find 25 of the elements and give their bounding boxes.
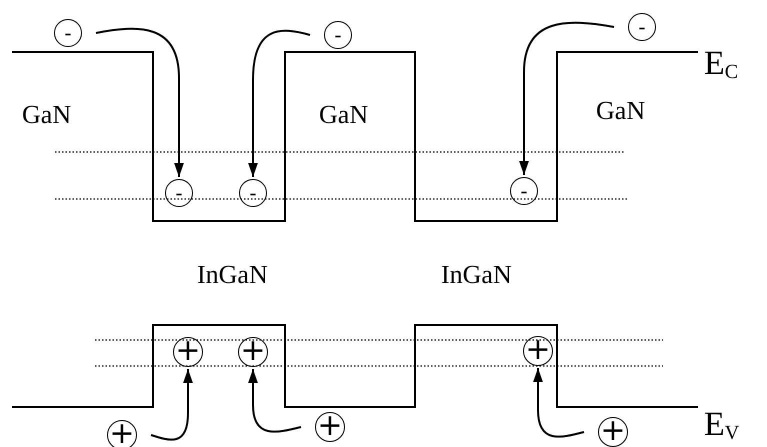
material-label: GaN: [22, 102, 72, 128]
arrow: [150, 369, 193, 441]
electron-symbol: -: [165, 179, 193, 207]
hole-symbol: +: [523, 336, 553, 366]
electron-symbol: -: [324, 21, 352, 49]
electron-symbol: -: [510, 177, 538, 205]
hole-symbol: +: [238, 337, 268, 367]
material-label: GaN: [319, 102, 368, 128]
arrow: [533, 368, 584, 438]
material-label: GaN: [596, 98, 646, 124]
arrow: [248, 30, 310, 177]
energy-level-label: E$_{C}$: [704, 47, 738, 82]
arrow: [96, 28, 184, 177]
hole-symbol: +: [173, 337, 203, 367]
energy-level-label: E$_{V}$: [704, 408, 740, 443]
arrow: [248, 369, 302, 433]
material-label: InGaN: [441, 262, 512, 288]
electron-symbol: -: [628, 13, 656, 41]
arrow: [519, 22, 614, 175]
hole-symbol: +: [107, 420, 137, 447]
electron-symbol: -: [239, 179, 267, 207]
material-label: InGaN: [197, 262, 268, 288]
hole-symbol: +: [315, 412, 345, 442]
hole-symbol: +: [598, 417, 628, 447]
electron-symbol: -: [54, 19, 82, 47]
